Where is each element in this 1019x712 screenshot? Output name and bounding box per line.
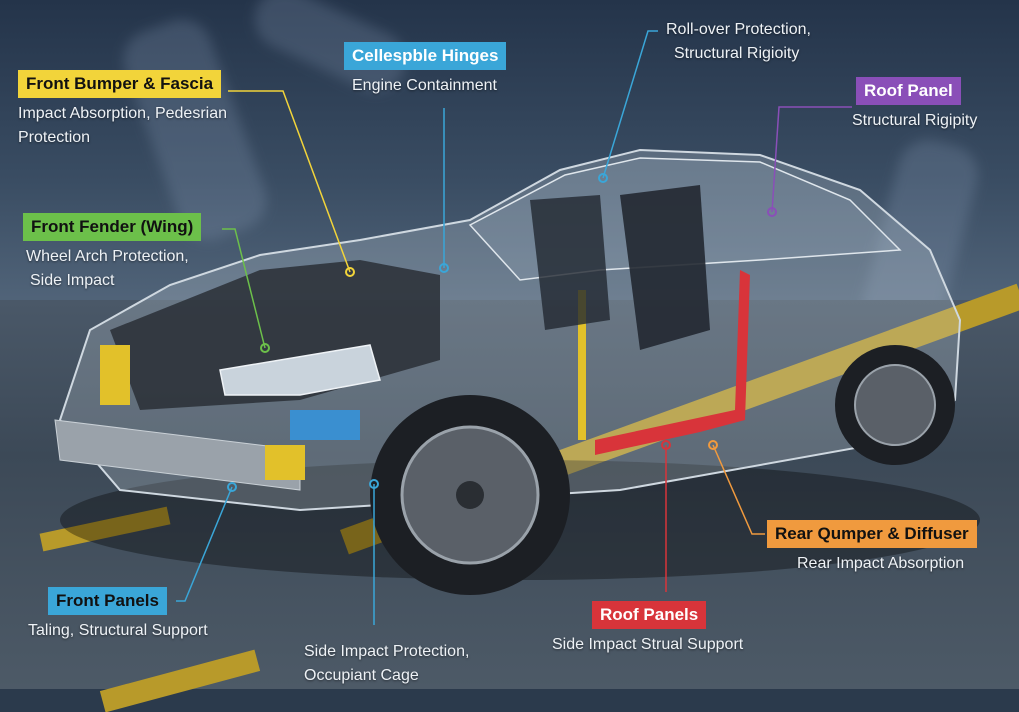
desc-roof-panel: Structural Rigipity xyxy=(852,112,978,129)
callout-rear-bumper: Rear Qumper & Diffuser Rear Impact Absor… xyxy=(767,520,977,576)
desc-front-bumper: Impact Absorption, Pedesrian Protection xyxy=(18,105,228,146)
desc-rear-bumper: Rear Impact Absorption xyxy=(797,555,965,572)
desc-front-fender: Wheel Arch Protection, Side Impact xyxy=(26,248,189,289)
callout-front-fender: Front Fender (Wing) Wheel Arch Protectio… xyxy=(23,213,202,293)
label-rear-bumper: Rear Qumper & Diffuser xyxy=(767,520,977,548)
desc-front-panels: Taling, Structural Support xyxy=(28,622,208,639)
factory-background xyxy=(0,0,1019,330)
label-front-fender: Front Fender (Wing) xyxy=(23,213,202,241)
label-front-panels: Front Panels xyxy=(48,587,167,615)
callout-roof-panels: Roof Panels Side Impact Strual Support xyxy=(552,601,743,657)
callout-rollover: Roll-over Protection, Structural Rigioit… xyxy=(666,18,811,66)
label-roof-panel: Roof Panel xyxy=(856,77,961,105)
label-roof-panels: Roof Panels xyxy=(592,601,707,629)
desc-collapsible-hinges: Engine Containment xyxy=(352,77,497,94)
car-cutaway-illustration xyxy=(54,30,980,625)
label-front-bumper: Front Bumper & Fascia xyxy=(18,70,222,98)
desc-roof-panels: Side Impact Strual Support xyxy=(552,636,744,653)
callout-front-panels: Front Panels Taling, Structural Support xyxy=(28,587,208,643)
callout-side-impact: Side Impact Protection, Occupiant Cage xyxy=(304,640,469,688)
callout-front-bumper: Front Bumper & Fascia Impact Absorption,… xyxy=(18,70,227,150)
desc-rollover: Roll-over Protection, Structural Rigioit… xyxy=(666,21,811,62)
callout-roof-panel: Roof Panel Structural Rigipity xyxy=(852,77,977,133)
desc-side-impact: Side Impact Protection, Occupiant Cage xyxy=(304,643,470,684)
label-collapsible-hinges: Cellespble Hinges xyxy=(344,42,507,70)
callout-collapsible-hinges: Cellespble Hinges Engine Containment xyxy=(344,42,507,98)
